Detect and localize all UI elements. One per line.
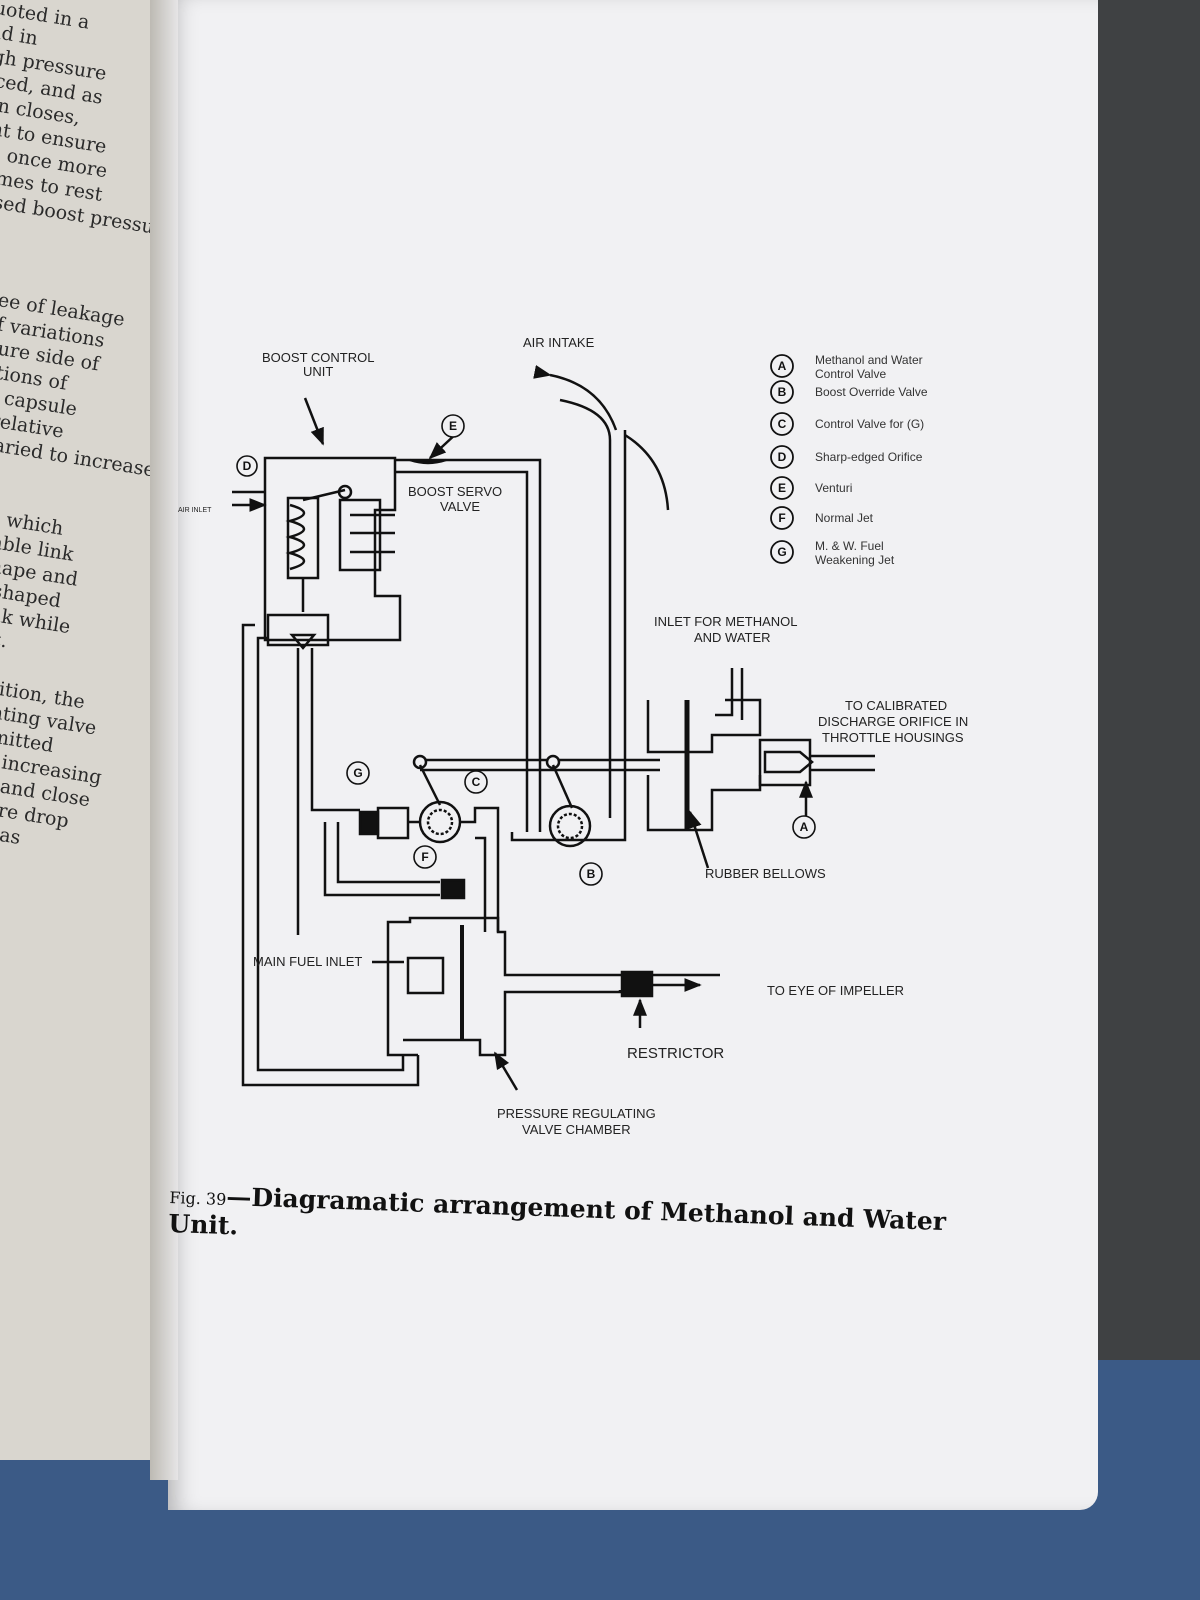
label-inlet-methanol-2: AND WATER: [694, 630, 771, 645]
legend-item-b: B Boost Override Valve: [770, 380, 928, 404]
legend-key-letter: C: [778, 417, 787, 431]
legend-item-f: F Normal Jet: [770, 506, 874, 530]
svg-text:E: E: [449, 419, 457, 433]
label-restrictor: RESTRICTOR: [627, 1045, 724, 1062]
diagram-pipework: [232, 365, 875, 1091]
legend-key-letter: D: [778, 450, 787, 464]
callout-b: B: [579, 862, 603, 886]
legend-key-letter: B: [778, 385, 787, 399]
label-main-fuel-inlet: MAIN FUEL INLET: [253, 954, 362, 969]
label-pressure-regulating: PRESSURE REGULATING: [497, 1106, 656, 1121]
diagram-labels: BOOST CONTROL UNIT AIR INTAKE BOOST SERV…: [178, 335, 968, 1137]
legend-description: Methanol and Water: [815, 353, 923, 367]
label-throttle-housings: THROTTLE HOUSINGS: [822, 730, 964, 745]
callout-g: G: [346, 761, 370, 785]
label-inlet-methanol: INLET FOR METHANOL: [654, 614, 798, 629]
legend-key-circle: [770, 445, 794, 469]
legend-item-d: D Sharp-edged Orifice: [770, 445, 923, 469]
callout-f: F: [413, 845, 437, 869]
legend-key-circle: [770, 412, 794, 436]
legend-key-circle: [770, 540, 794, 564]
label-boost-control-unit: BOOST CONTROL: [262, 350, 374, 365]
legend-description: Sharp-edged Orifice: [815, 450, 923, 464]
legend-description: Venturi: [815, 481, 852, 495]
legend-key-letter: A: [778, 359, 787, 373]
legend-description: Control Valve for (G): [815, 417, 924, 431]
callout-a: A: [792, 815, 816, 839]
legend-key-letter: G: [777, 545, 786, 559]
legend-item-c: C Control Valve for (G): [770, 412, 924, 436]
legend-key-circle: [770, 476, 794, 500]
label-to-calibrated: TO CALIBRATED: [845, 698, 947, 713]
label-to-eye-of-impeller: TO EYE OF IMPELLER: [767, 983, 904, 998]
svg-text:D: D: [243, 459, 252, 473]
svg-text:A: A: [800, 820, 809, 834]
label-air-intake: AIR INTAKE: [523, 335, 595, 350]
label-air-inlet: AIR INLET: [178, 507, 212, 514]
svg-text:B: B: [587, 867, 596, 881]
legend-item-e: E Venturi: [770, 476, 852, 500]
legend-key-circle: [770, 380, 794, 404]
svg-text:F: F: [421, 850, 428, 864]
label-discharge-orifice: DISCHARGE ORIFICE IN: [818, 714, 968, 729]
legend-key-letter: E: [778, 481, 786, 495]
legend-description: M. & W. Fuel: [815, 539, 884, 553]
svg-text:C: C: [472, 775, 481, 789]
legend-key-letter: F: [778, 511, 785, 525]
label-rubber-bellows: RUBBER BELLOWS: [705, 866, 826, 881]
svg-text:G: G: [353, 766, 362, 780]
legend-description: Boost Override Valve: [815, 385, 928, 399]
legend-description: Weakening Jet: [815, 553, 895, 567]
diagram-callouts: D E G C F B A: [236, 414, 816, 886]
book-gutter: [150, 0, 178, 1480]
label-valve-chamber: VALVE CHAMBER: [522, 1122, 631, 1137]
callout-e: E: [441, 414, 465, 438]
label-boost-servo-valve-2: VALVE: [440, 499, 480, 514]
legend-key-circle: [770, 354, 794, 378]
legend-description: Control Valve: [815, 367, 886, 381]
legend-key-circle: [770, 506, 794, 530]
label-boost-servo-valve: BOOST SERVO: [408, 484, 502, 499]
right-page: [168, 0, 1098, 1510]
callout-c: C: [464, 770, 488, 794]
label-boost-control-unit-2: UNIT: [303, 364, 333, 379]
legend-description: Normal Jet: [815, 511, 874, 525]
callout-d: D: [236, 455, 258, 477]
caption-figure-number: Fig. 39: [169, 1187, 227, 1209]
